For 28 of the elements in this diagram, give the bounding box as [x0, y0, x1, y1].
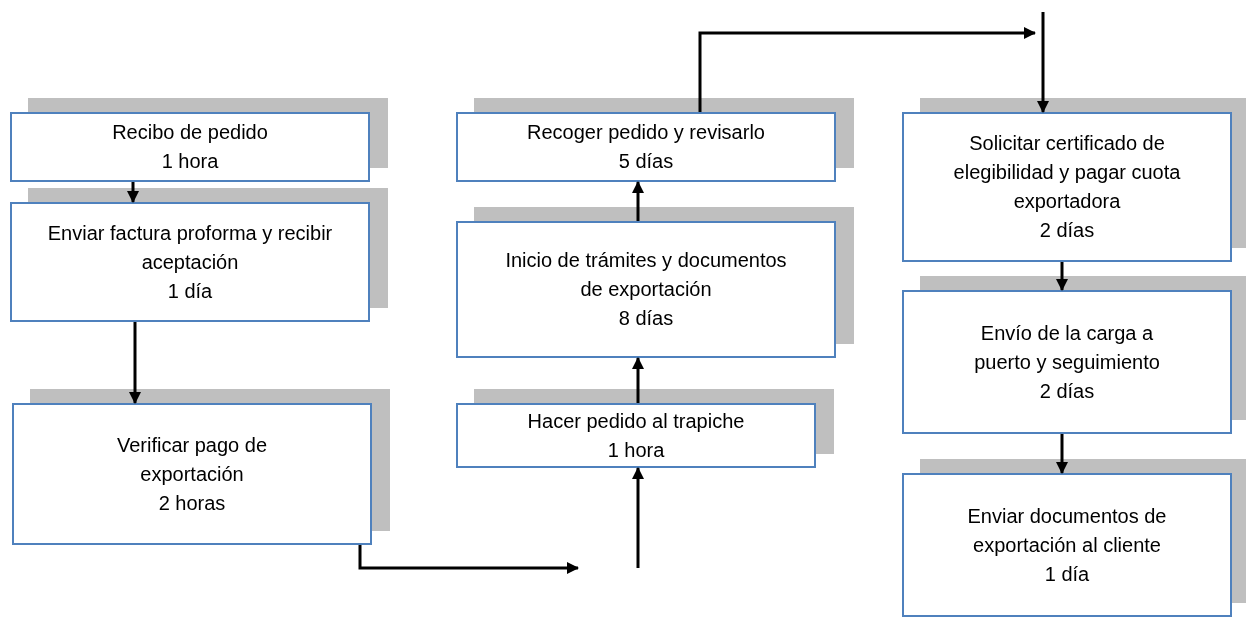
duration-label: 1 día: [1044, 561, 1090, 587]
arrow: [1056, 434, 1068, 474]
step-label: Solicitar certificado de elegibilidad y pagar cuota exportadora: [952, 131, 1182, 214]
duration-label: 2 horas: [158, 490, 226, 516]
step-label: Envío de la carga a puerto y seguimiento: [973, 320, 1161, 375]
arrow: [129, 322, 141, 404]
step-label: Enviar documentos de exportación al cliente: [966, 503, 1168, 558]
arrow: [1037, 12, 1049, 113]
arrow: [1056, 262, 1068, 291]
step-label: Recoger pedido y revisarlo: [527, 120, 765, 145]
duration-label: 2 días: [1039, 378, 1095, 404]
duration-label: 1 hora: [161, 149, 219, 174]
step-label: Verificar pago de exportación: [115, 432, 269, 487]
duration-label: 2 días: [1039, 218, 1095, 243]
duration-label: 5 días: [618, 149, 674, 174]
duration-label: 1 día: [167, 278, 213, 304]
arrow: [632, 181, 644, 221]
arrow: [698, 27, 1036, 112]
step-label: Hacer pedido al trapiche: [527, 408, 745, 434]
arrow: [632, 357, 644, 403]
step-label: Inicio de trámites y documentos de exportación: [504, 248, 788, 302]
step-label: Recibo de pedido: [112, 120, 268, 145]
arrow: [127, 182, 139, 203]
duration-label: 1 hora: [607, 437, 665, 463]
arrow: [632, 467, 644, 568]
step-label: Enviar factura proforma y recibir aceptación: [46, 220, 334, 275]
arrow: [358, 545, 579, 574]
duration-label: 8 días: [618, 306, 674, 331]
